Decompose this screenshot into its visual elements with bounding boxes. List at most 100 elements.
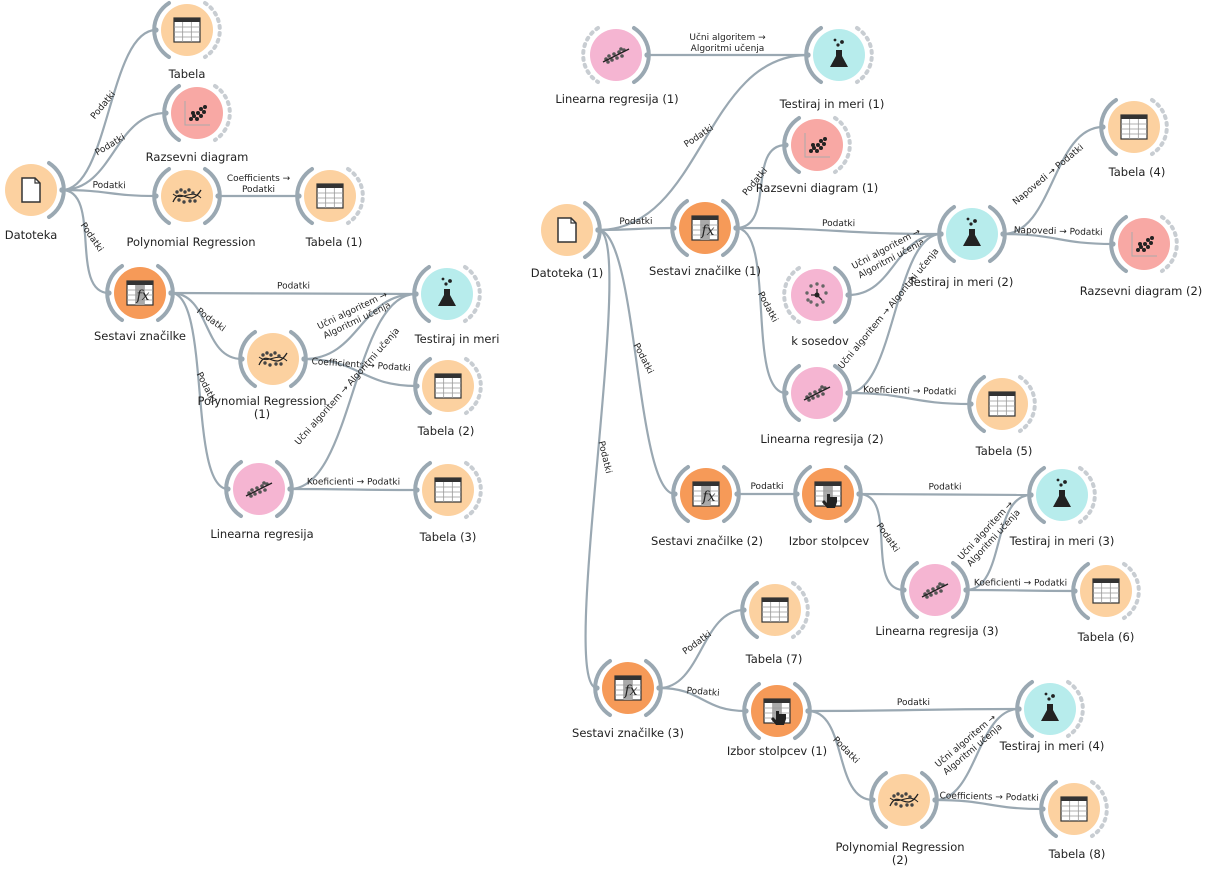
node-body[interactable] xyxy=(247,333,299,385)
input-channel-arc[interactable] xyxy=(869,771,888,829)
link-datoteka-to-sestavi[interactable]: Podatki xyxy=(59,187,112,296)
link-path[interactable] xyxy=(858,492,905,592)
output-channel-arc[interactable] xyxy=(275,460,294,518)
node-label[interactable]: Izbor stolpcev xyxy=(789,534,870,548)
link-testiraj2-to-tabela4[interactable]: Napovedi → Podatki xyxy=(1000,124,1106,237)
output-channel-arc[interactable] xyxy=(464,461,483,519)
link-poly-to-tabela1[interactable]: Coefficients →Podatki xyxy=(215,174,302,199)
output-channel-arc[interactable] xyxy=(632,26,651,84)
node-tabela[interactable]: Tabela xyxy=(152,1,222,81)
input-channel-arc[interactable] xyxy=(1015,680,1034,738)
node-testiraj2[interactable]: Testiraj in meri (2) xyxy=(908,205,1014,289)
node-tabela8[interactable]: Tabela (8) xyxy=(1039,780,1109,861)
link-linreg-to-tabela3[interactable]: Koeficienti → Podatki xyxy=(287,477,420,493)
output-channel-arc[interactable] xyxy=(156,264,175,322)
node-body[interactable] xyxy=(161,170,213,222)
link-path[interactable] xyxy=(61,188,157,198)
node-datoteka[interactable]: Datoteka xyxy=(5,161,66,242)
link-path[interactable] xyxy=(807,707,1020,713)
node-label[interactable]: Linearna regresija (2) xyxy=(760,432,883,446)
node-tabela3[interactable]: Tabela (3) xyxy=(413,461,483,544)
input-channel-arc[interactable] xyxy=(900,561,919,619)
node-label[interactable]: Izbor stolpcev (1) xyxy=(727,744,827,758)
output-channel-arc[interactable] xyxy=(1150,98,1169,156)
input-channel-arc[interactable] xyxy=(671,465,690,523)
input-channel-arc[interactable] xyxy=(967,375,986,433)
node-datoteka1[interactable]: Datoteka (1) xyxy=(531,201,603,280)
link-sestavi-to-poly1[interactable]: Podatki xyxy=(168,290,245,362)
input-channel-arc[interactable] xyxy=(742,682,761,740)
link-path[interactable] xyxy=(735,143,787,230)
link-linreg2-to-tabela5[interactable]: Koeficienti → Podatki xyxy=(845,385,974,407)
node-body[interactable] xyxy=(878,774,930,826)
link-linreg3-to-tabela6[interactable]: Koeficienti → Podatki xyxy=(963,578,1078,594)
input-channel-arc[interactable] xyxy=(1071,562,1090,620)
link-path[interactable] xyxy=(934,707,1020,802)
node-testiraj1[interactable]: Testiraj in meri (1) xyxy=(779,26,885,111)
node-label[interactable]: Tabela (8) xyxy=(1048,847,1106,861)
output-channel-arc[interactable] xyxy=(289,330,308,388)
input-channel-arc[interactable] xyxy=(793,465,812,523)
output-channel-arc[interactable] xyxy=(722,465,741,523)
link-path[interactable] xyxy=(584,228,611,690)
link-path[interactable] xyxy=(597,228,676,496)
input-channel-arc[interactable] xyxy=(152,1,171,59)
node-label[interactable]: Polynomial Regression xyxy=(126,235,255,249)
input-channel-arc[interactable] xyxy=(740,581,759,639)
node-linreg[interactable]: Linearna regresija xyxy=(210,460,314,541)
link-path[interactable] xyxy=(847,391,972,406)
link-path[interactable] xyxy=(735,226,942,236)
output-channel-arc[interactable] xyxy=(1160,215,1179,273)
output-channel-arc[interactable] xyxy=(203,167,222,225)
link-path[interactable] xyxy=(61,188,110,295)
node-razsevni[interactable]: Razsevni diagram xyxy=(146,84,249,164)
link-path[interactable] xyxy=(858,492,1032,497)
link-izbor1-to-testiraj4[interactable]: Podatki xyxy=(805,698,1022,714)
link-testiraj2-to-razsevni2[interactable]: Napovedi → Podatki xyxy=(1000,226,1116,247)
link-path[interactable] xyxy=(61,28,157,192)
input-channel-arc[interactable] xyxy=(1109,215,1128,273)
input-channel-arc[interactable] xyxy=(804,26,823,84)
node-label[interactable]: Linearna regresija xyxy=(210,527,313,541)
input-channel-arc[interactable] xyxy=(581,26,600,84)
node-label[interactable]: Testiraj in meri (1) xyxy=(779,97,885,111)
node-label[interactable]: Datoteka xyxy=(5,228,58,242)
node-label[interactable]: Testiraj in meri (2) xyxy=(908,275,1014,289)
node-label[interactable]: Testiraj in meri (3) xyxy=(1009,534,1115,548)
output-channel-arc[interactable] xyxy=(203,1,222,59)
output-channel-arc[interactable] xyxy=(1066,680,1085,738)
link-sestavi2-to-izbor[interactable]: Podatki xyxy=(734,482,800,497)
input-channel-arc[interactable] xyxy=(413,461,432,519)
node-label[interactable]: Polynomial Regression(1) xyxy=(197,394,326,421)
output-channel-arc[interactable] xyxy=(644,659,663,717)
output-channel-arc[interactable] xyxy=(833,364,852,422)
node-label[interactable]: Tabela (5) xyxy=(975,444,1033,458)
node-label[interactable]: k sosedov xyxy=(791,334,849,348)
node-testiraj4[interactable]: Testiraj in meri (4) xyxy=(999,680,1105,753)
node-linreg2[interactable]: Linearna regresija (2) xyxy=(760,364,884,446)
link-path[interactable] xyxy=(289,292,417,491)
input-channel-arc[interactable] xyxy=(782,364,801,422)
node-tabela7[interactable]: Tabela (7) xyxy=(740,581,810,666)
node-testiraj[interactable]: Testiraj in meri xyxy=(412,265,500,346)
node-label[interactable]: Polynomial Regression(2) xyxy=(835,840,964,867)
link-path[interactable] xyxy=(934,798,1044,811)
link-path[interactable] xyxy=(61,111,167,192)
node-linreg3[interactable]: Linearna regresija (3) xyxy=(875,561,999,638)
node-label[interactable]: Linearna regresija (1) xyxy=(555,92,678,106)
node-label[interactable]: Razsevni diagram (1) xyxy=(756,181,879,195)
input-channel-arc[interactable] xyxy=(412,265,431,323)
node-tabela2[interactable]: Tabela (2) xyxy=(413,357,483,438)
node-label[interactable]: Tabela xyxy=(168,67,206,81)
input-channel-arc[interactable] xyxy=(670,199,689,257)
output-channel-arc[interactable] xyxy=(855,26,874,84)
input-channel-arc[interactable] xyxy=(593,659,612,717)
link-poly1-to-testiraj[interactable]: Učni algoritem →Algoritmi učenja xyxy=(301,289,419,362)
input-channel-arc[interactable] xyxy=(1027,466,1046,524)
node-label[interactable]: Testiraj in meri xyxy=(414,332,500,346)
link-path[interactable] xyxy=(807,709,874,802)
output-channel-arc[interactable] xyxy=(1090,780,1109,838)
